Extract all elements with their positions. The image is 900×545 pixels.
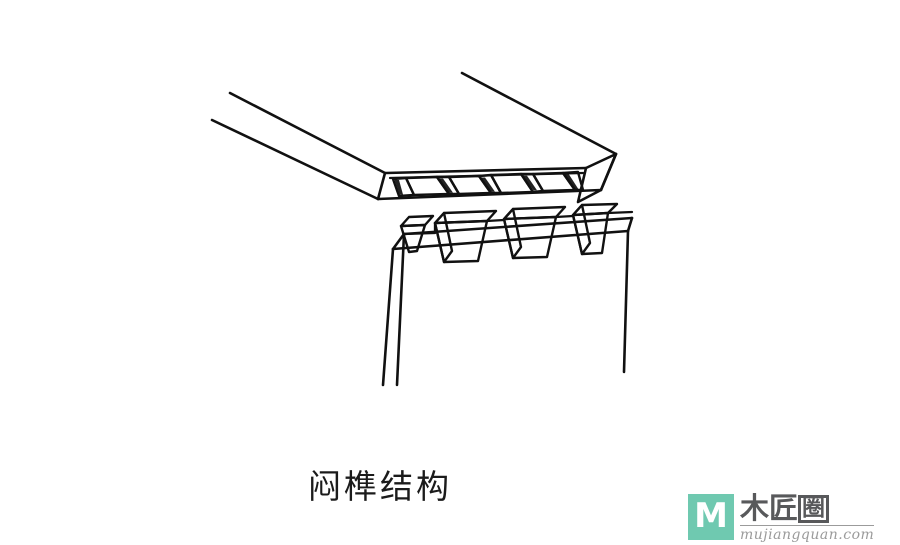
lower-panel-left-inner-edge <box>395 232 406 387</box>
lower-panel-top-right-edge <box>626 216 634 233</box>
brand-name-boxed-char: 圈 <box>798 495 830 523</box>
socket-shadow-1 <box>394 180 403 195</box>
upper-board-top-left-open-edge <box>230 73 462 93</box>
lower-panel <box>381 202 634 387</box>
tenon-2-side-face <box>433 211 454 264</box>
dovetail-tenon-4 <box>571 202 619 256</box>
socket-shadow-2 <box>438 178 453 193</box>
lower-panel-top-back-edge <box>402 216 634 236</box>
brand-text-block: 木匠圈 mujiangquan.com <box>740 491 875 543</box>
lower-panel-top-left-edge <box>391 232 406 251</box>
lower-panel-dovetail-tenons <box>399 202 619 264</box>
upper-board-bottom-back-edge <box>384 166 588 175</box>
upper-board-top-back-edge <box>460 71 618 156</box>
tenon-1-front-face <box>399 223 427 254</box>
tenon-4-side-face <box>571 203 592 256</box>
lower-panel-left-outer-edge <box>381 247 395 387</box>
lower-panel-right-edge <box>622 229 630 374</box>
brand-name-part1: 木匠 <box>740 491 799 525</box>
dovetail-socket-5 <box>561 170 585 192</box>
upper-board-right-end-face <box>576 152 618 204</box>
upper-board-right-end-outer-edge <box>599 152 618 192</box>
socket-shadow-4 <box>522 175 537 191</box>
dovetail-tenon-2 <box>433 209 498 264</box>
upper-board-front-face-bottom-edge <box>210 118 380 201</box>
brand-logo-icon[interactable]: M <box>688 494 734 540</box>
upper-board-front-face-left-tick <box>212 93 230 120</box>
lower-panel-shoulder-line <box>402 210 634 236</box>
upper-board-left-end-face <box>376 171 387 201</box>
brand-name: 木匠圈 <box>740 491 874 525</box>
tenon-3-side-face <box>502 207 523 260</box>
upper-board-socket-shadows <box>394 174 579 195</box>
upper-board <box>210 71 618 204</box>
figure-caption: 闷榫结构 <box>308 467 452 506</box>
dovetail-tenon-1 <box>399 214 435 254</box>
upper-board-dovetail-sockets <box>391 170 585 198</box>
logo-letter-m: M <box>694 496 728 536</box>
brand-url[interactable]: mujiangquan.com <box>740 524 875 543</box>
socket-shadow-5 <box>564 174 579 190</box>
socket-shadow-3 <box>480 177 495 192</box>
site-watermark[interactable]: M 木匠圈 mujiangquan.com <box>688 491 893 544</box>
dovetail-tenon-3 <box>502 205 567 260</box>
upper-board-top-front-edge <box>228 91 387 175</box>
